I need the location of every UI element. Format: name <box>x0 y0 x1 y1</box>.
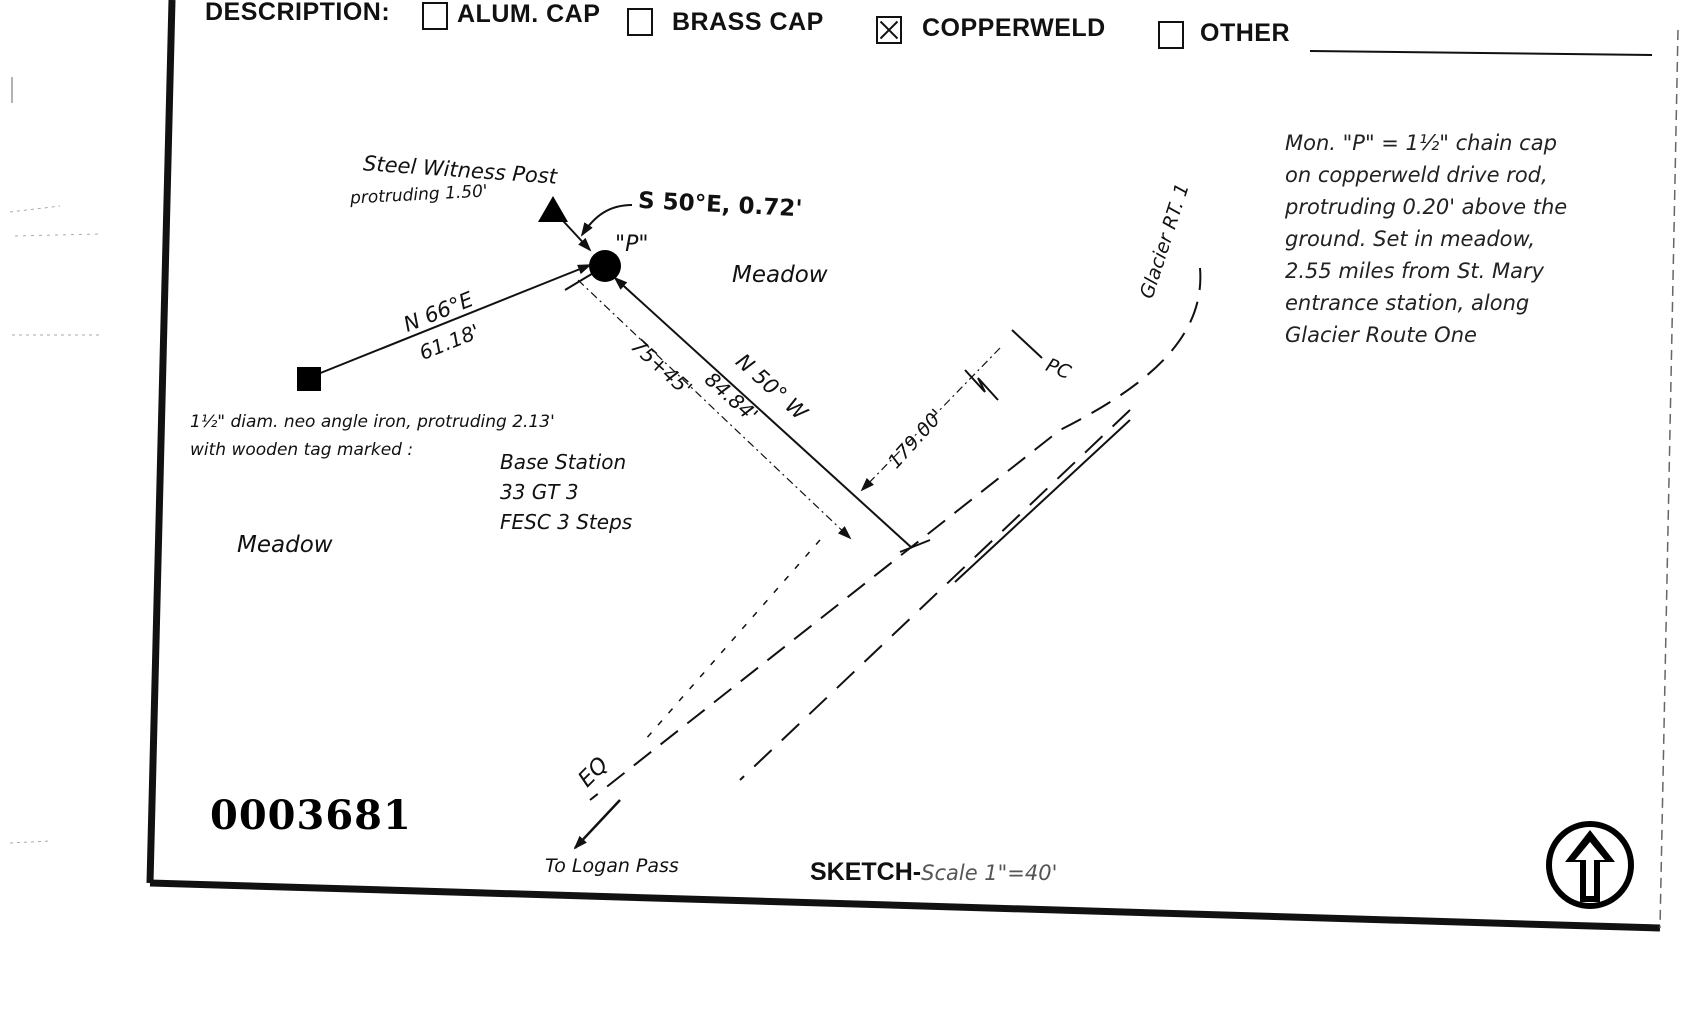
sketch-title: SKETCH- <box>810 858 922 886</box>
road-edge-outer <box>739 409 1131 781</box>
note-line: 2.55 miles from St. Mary <box>1285 259 1545 283</box>
alum-cap-checkbox[interactable] <box>422 2 448 30</box>
station-dimension-line <box>577 279 852 540</box>
to-logan-pass-label: To Logan Pass <box>545 855 679 877</box>
meadow-label-left: Meadow <box>237 532 333 558</box>
pc-dimension-line <box>860 347 1001 492</box>
frame-left <box>146 0 176 884</box>
logan-pass-arrow <box>573 799 621 850</box>
description-label: DESCRIPTION: <box>205 0 391 26</box>
monument-p-label: "P" <box>615 232 649 257</box>
copperweld-checkbox[interactable] <box>876 16 902 44</box>
alum-cap-label: ALUM. CAP <box>457 0 601 28</box>
other-underline <box>1309 50 1653 56</box>
other-label: OTHER <box>1200 19 1290 47</box>
meadow-label-right: Meadow <box>732 262 828 288</box>
north-arrow-icon <box>1546 821 1634 909</box>
triangle-marker-icon <box>538 196 568 222</box>
brass-cap-checkbox[interactable] <box>627 8 653 36</box>
base-station-note-2: with wooden tag marked : <box>190 440 414 460</box>
note-line: protruding 0.20' above the <box>1285 195 1568 219</box>
witness-arrow <box>580 204 633 237</box>
monument-notes: Mon. "P" = 1½" chain cap on copperweld d… <box>1285 127 1665 351</box>
note-line: entrance station, along <box>1285 291 1530 315</box>
road-edge-right <box>954 419 1131 583</box>
filled-circle-icon <box>589 250 621 282</box>
note-line: Glacier Route One <box>1285 323 1477 347</box>
line-base-to-p <box>307 264 592 379</box>
road-centerline <box>589 267 1202 801</box>
line-p-to-road <box>613 276 913 549</box>
note-line: ground. Set in meadow, <box>1285 227 1536 251</box>
sketch-label: SKETCH-Scale 1"=40' <box>810 858 1057 887</box>
base-tag-line-3: FESC 3 Steps <box>500 510 633 534</box>
note-line: on copperweld drive rod, <box>1285 163 1548 187</box>
copperweld-label: COPPERWELD <box>922 14 1106 42</box>
note-line: Mon. "P" = 1½" chain cap <box>1285 131 1557 155</box>
base-station-note-1: 1½" diam. neo angle iron, protruding 2.1… <box>190 412 555 432</box>
other-checkbox[interactable] <box>1158 21 1184 49</box>
base-tag-line-1: Base Station <box>500 450 627 474</box>
scale-text: Scale 1"=40' <box>921 861 1058 885</box>
base-tag-line-2: 33 GT 3 <box>500 480 579 504</box>
frame-bottom <box>149 879 1661 932</box>
road-edge-inner <box>644 539 821 741</box>
frame-right <box>1659 29 1679 929</box>
filled-square-icon <box>297 367 321 391</box>
record-number: 0003681 <box>210 792 412 839</box>
brass-cap-label: BRASS CAP <box>672 8 824 36</box>
